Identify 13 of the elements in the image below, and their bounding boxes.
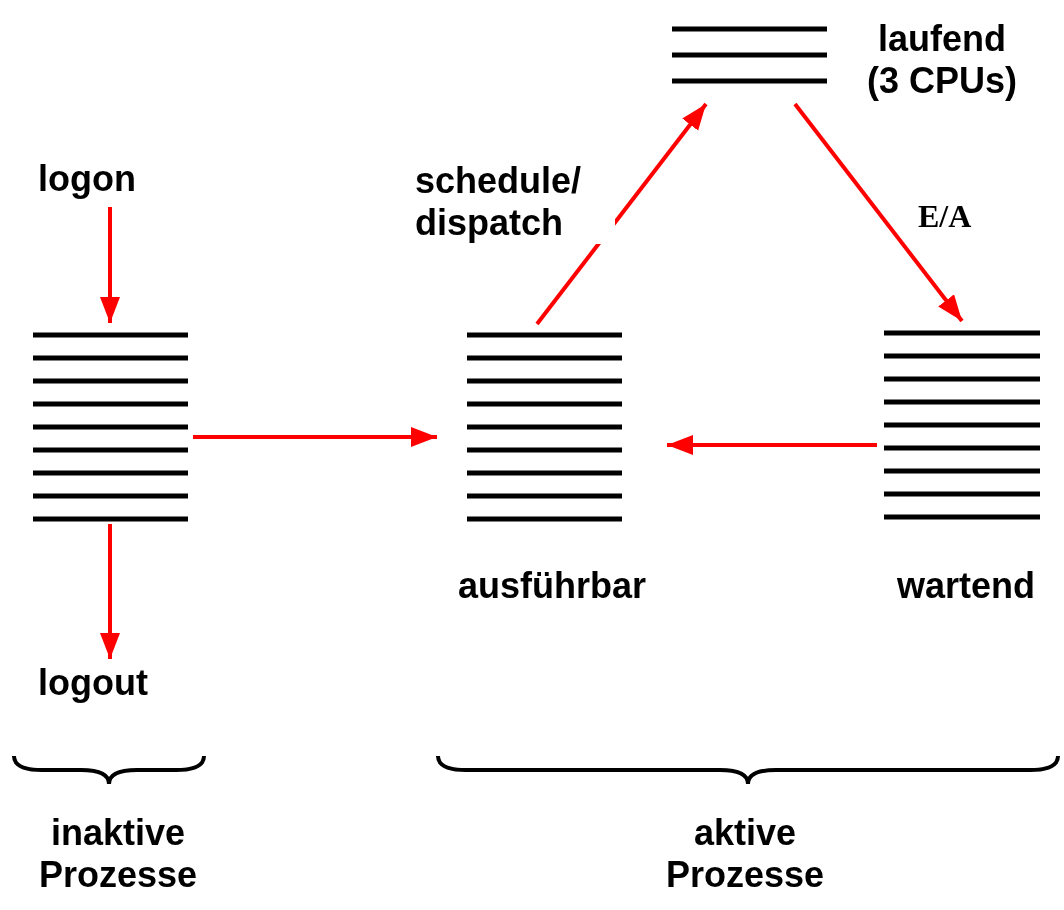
node-label: ausführbar <box>456 565 647 607</box>
arrow <box>100 524 120 659</box>
node-label: logout <box>38 662 149 704</box>
node-label: wartend <box>896 565 1036 607</box>
group-label: inaktive Prozesse <box>37 812 199 896</box>
arrow <box>535 102 708 326</box>
node-label: laufend (3 CPUs) <box>866 18 1018 102</box>
node-label: logon <box>38 158 137 200</box>
arrow <box>100 207 120 323</box>
group-label: aktive Prozesse <box>664 812 826 896</box>
arrow <box>667 435 877 455</box>
arrow <box>193 427 437 447</box>
arrow <box>793 102 964 323</box>
